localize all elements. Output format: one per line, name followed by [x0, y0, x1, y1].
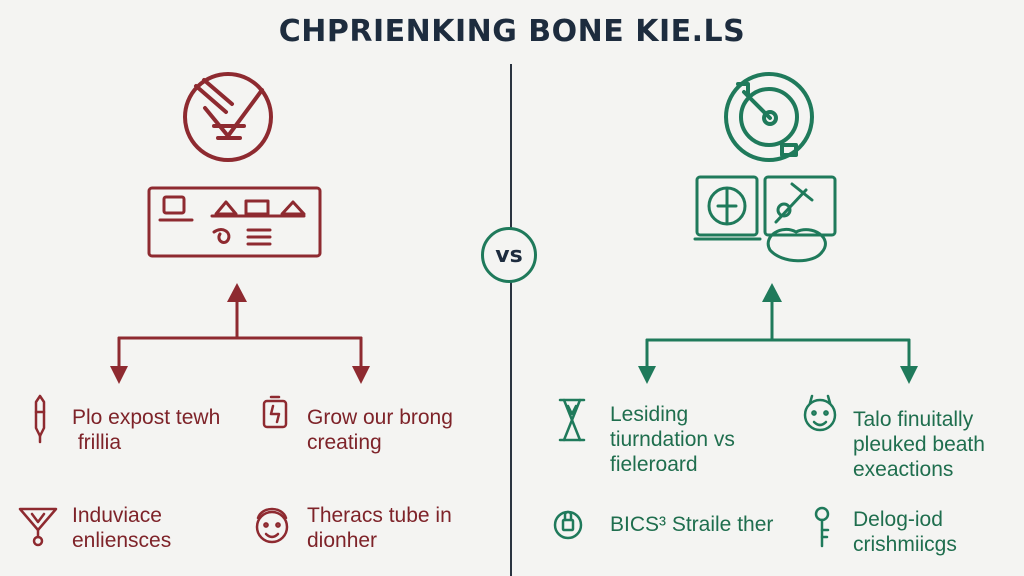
pen-icon: [34, 394, 46, 444]
down-arrow-head: [110, 366, 128, 384]
left-item-4-text: Theracs tube in dionher: [307, 504, 452, 552]
left-branch-arrows: [117, 298, 363, 368]
face-icon: [255, 507, 289, 544]
hourglass-icon: [558, 398, 586, 442]
right-branch-arrows: [645, 298, 911, 368]
left-item-2-text: Grow our brong creating: [307, 406, 453, 454]
right-item-4-text: Delog-iod crishmiicgs: [853, 508, 957, 556]
lock-icon: [553, 510, 583, 540]
dashboard-panel-icon: [147, 186, 322, 258]
up-arrow-head: [762, 283, 782, 302]
down-arrow-head: [352, 366, 370, 384]
face-icon: [803, 394, 837, 432]
key-icon: [814, 506, 830, 548]
device-panel-icon: [693, 175, 837, 263]
down-arrow-head: [638, 366, 656, 384]
center-divider: [510, 64, 512, 576]
check-badge-icon: [183, 72, 273, 162]
left-item-1-text: Plo expost tewh frillia: [72, 406, 221, 454]
funnel-icon: [18, 507, 58, 547]
right-item-1-text: Lesiding tiurndation vs fieleroard: [610, 403, 735, 476]
up-arrow-head: [227, 283, 247, 302]
right-item-2-text: Talo finuitally pleuked beath exeactions: [853, 408, 985, 481]
down-arrow-head: [900, 366, 918, 384]
battery-icon: [262, 395, 288, 429]
target-badge-icon: [724, 72, 814, 162]
vs-badge: vs: [481, 227, 537, 283]
right-item-3-text: BICS³ Straile ther: [610, 513, 774, 536]
page-title: CHPRIENKING BONE KIE.LS: [278, 14, 746, 49]
left-item-3-text: Induviace enliensces: [72, 504, 172, 552]
